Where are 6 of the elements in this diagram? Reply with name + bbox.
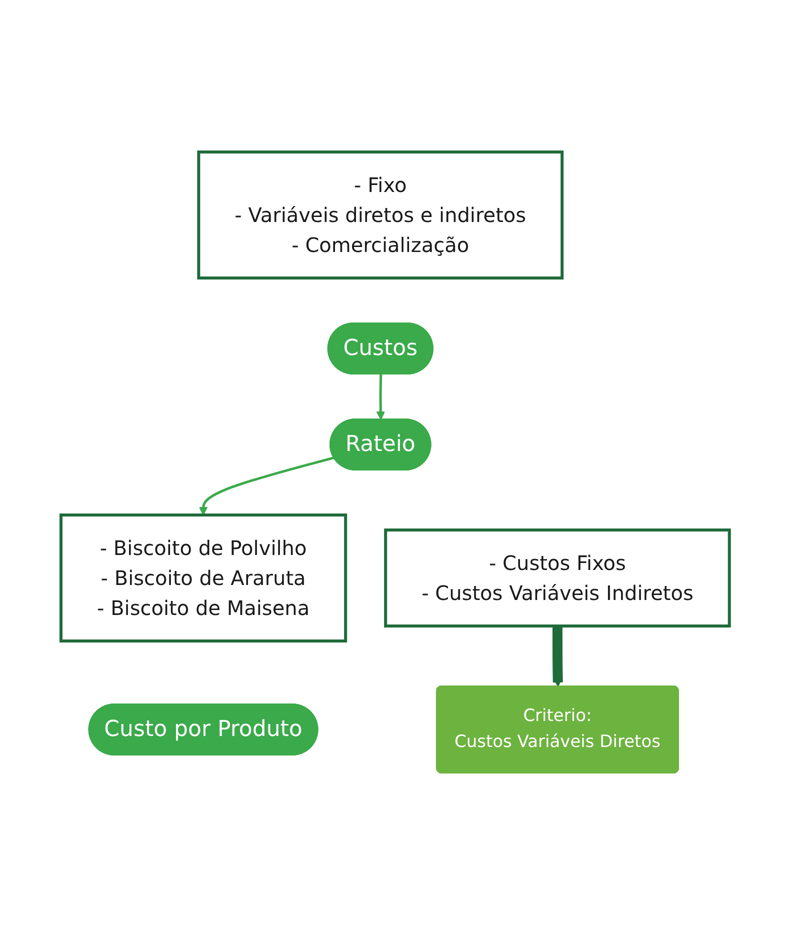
node-box: - Custos Fixos - Custos Variáveis Indiretos — [384, 528, 731, 628]
arrow — [376, 374, 385, 420]
arrow — [552, 626, 563, 687]
node-box: - Fixo - Variáveis diretos e indiretos - Comercialização — [197, 150, 564, 280]
node-box: - Biscoito de Polvilho - Biscoito de Araruta - Biscoito de Maisena — [59, 514, 347, 642]
arrow — [198, 456, 334, 516]
